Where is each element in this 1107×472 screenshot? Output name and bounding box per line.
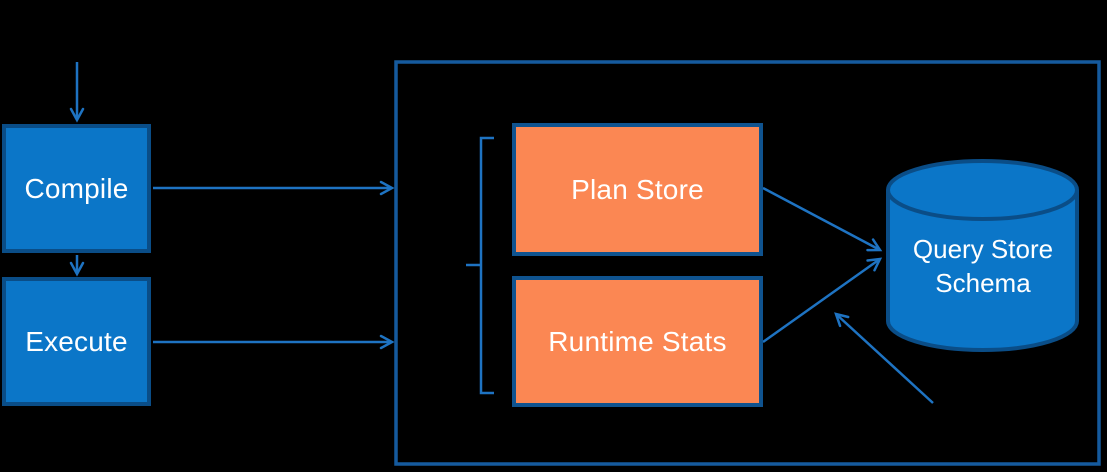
runtime-stats-label: Runtime Stats [548, 325, 727, 357]
execute-label: Execute [25, 325, 128, 357]
compile-box: Compile [2, 124, 151, 253]
query-store-container-box [394, 60, 1101, 466]
query-store-schema-label: Query Store Schema [912, 234, 1054, 299]
runtime-stats-box: Runtime Stats [512, 276, 763, 407]
arrow-plan-store-to-schema-icon [762, 186, 883, 252]
group-brace-icon [479, 136, 494, 395]
database-cylinder-body [886, 190, 1079, 352]
database-cylinder-top [886, 159, 1079, 221]
execute-box: Execute [2, 277, 151, 406]
plan-store-label: Plan Store [571, 173, 704, 205]
arrow-async-write-icon [834, 312, 934, 404]
plan-store-box: Plan Store [512, 123, 763, 256]
arrow-runtime-stats-to-schema-icon [762, 257, 883, 344]
compile-label: Compile [24, 172, 129, 204]
